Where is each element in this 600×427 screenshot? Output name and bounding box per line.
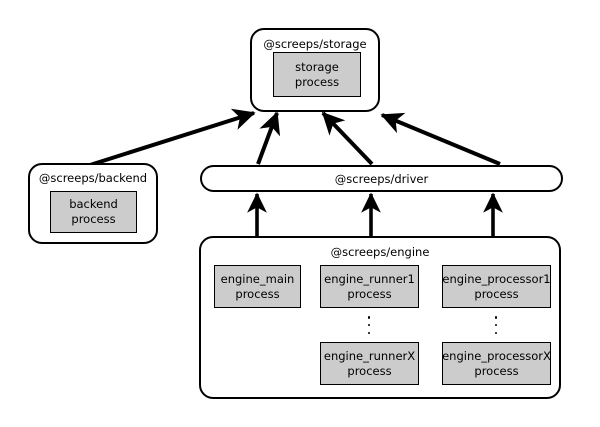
module-driver-title: @screeps/driver (334, 171, 429, 186)
module-storage[interactable]: @screeps/storage storage process (250, 28, 380, 112)
process-engine-main-line2: process (235, 286, 280, 301)
process-engine-processorx-line2: process (474, 363, 519, 378)
module-engine-title: @screeps/engine (330, 245, 430, 259)
module-backend-title: @screeps/backend (38, 171, 148, 185)
process-storage-line2: process (294, 74, 340, 89)
process-storage-line1: storage (295, 59, 339, 74)
process-engine-runner1-line2: process (347, 286, 392, 301)
arrow-driver-to-storage-right (380, 112, 501, 166)
process-engine-processor1-line2: process (474, 286, 519, 301)
module-storage-title: @screeps/storage (263, 37, 367, 51)
process-engine-main-line1: engine_main (220, 271, 295, 286)
process-engine-processorx-line1: engine_processorX (442, 348, 551, 363)
process-engine-main[interactable]: engine_main process (214, 265, 301, 308)
process-backend[interactable]: backend process (50, 191, 137, 233)
vertical-ellipsis-icon-processor (491, 316, 501, 334)
vertical-ellipsis-icon-runner (364, 316, 374, 334)
arrow-backend-to-storage (89, 108, 256, 167)
arrow-driver-to-storage-left (256, 111, 281, 165)
process-storage[interactable]: storage process (273, 52, 361, 97)
process-engine-runner1-line1: engine_runner1 (324, 271, 415, 286)
process-engine-runnerx[interactable]: engine_runnerX process (320, 342, 419, 385)
module-driver[interactable]: @screeps/driver (200, 165, 563, 192)
process-engine-processorx[interactable]: engine_processorX process (442, 342, 551, 385)
process-backend-line2: process (71, 212, 116, 226)
arrow-driver-to-storage-center (321, 111, 374, 166)
process-engine-runnerx-line1: engine_runnerX (323, 348, 416, 363)
process-backend-line1: backend (69, 197, 118, 211)
process-engine-runner1[interactable]: engine_runner1 process (320, 265, 419, 308)
module-backend[interactable]: @screeps/backend backend process (28, 163, 158, 244)
process-engine-processor1-line1: engine_processor1 (442, 271, 551, 286)
process-engine-runnerx-line2: process (347, 363, 392, 378)
module-engine[interactable]: @screeps/engine engine_main process engi… (199, 236, 561, 399)
process-engine-processor1[interactable]: engine_processor1 process (442, 265, 551, 308)
